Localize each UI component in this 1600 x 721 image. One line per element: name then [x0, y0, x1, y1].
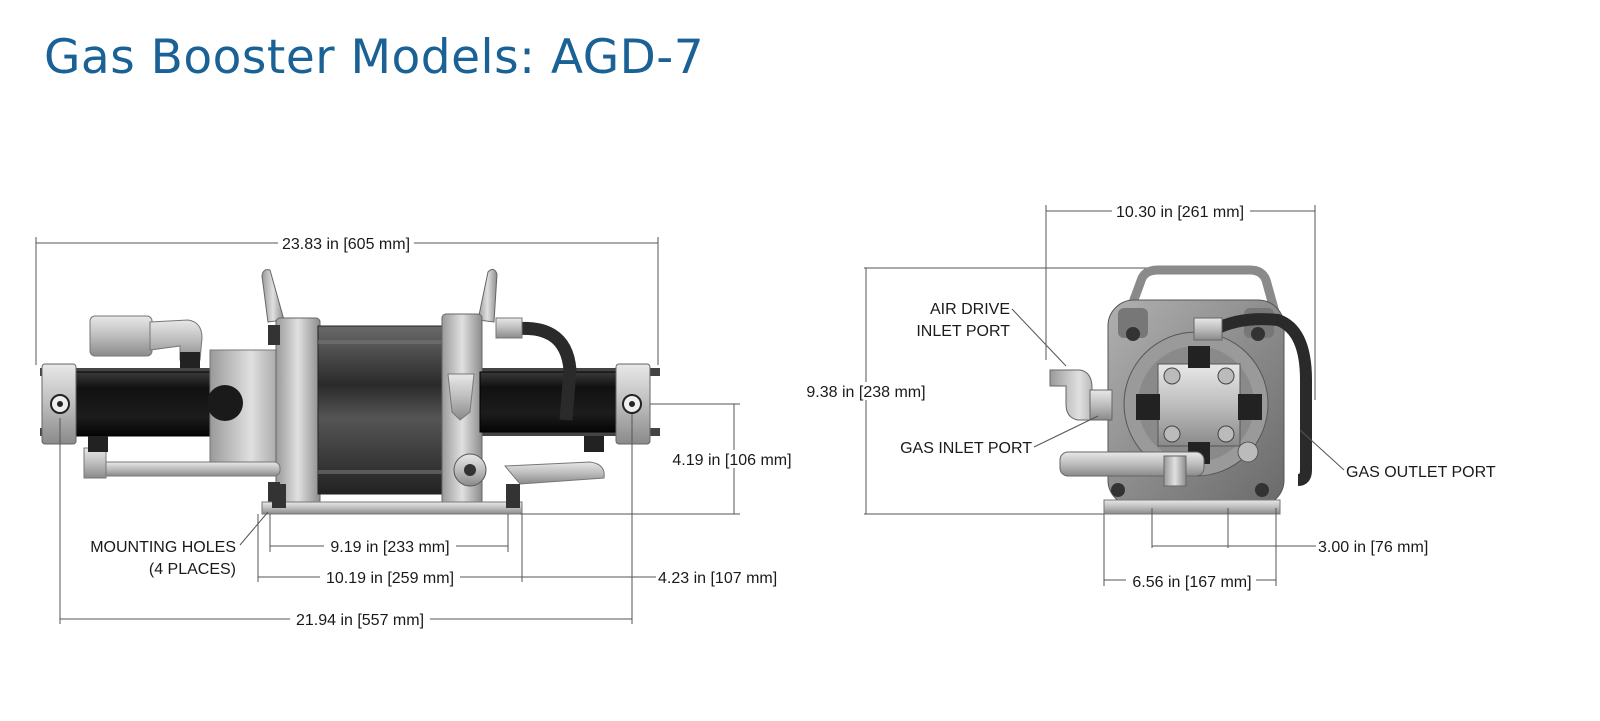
air-drive-label-1: AIR DRIVE	[930, 301, 1010, 318]
end-width-label: 10.30 in [261 mm]	[1116, 204, 1244, 221]
mounting-holes-label-2: (4 PLACES)	[149, 561, 236, 578]
mounting-holes-label-1: MOUNTING HOLES	[90, 539, 236, 556]
base-offset-label: 3.00 in [76 mm]	[1318, 539, 1428, 556]
base-length-label: 21.94 in [557 mm]	[296, 612, 424, 629]
end-height-label: 9.38 in [238 mm]	[806, 384, 925, 401]
side-view: 23.83 in [605 mm]	[35, 234, 798, 629]
side-overall-length-label: 23.83 in [605 mm]	[282, 236, 410, 253]
hole-spacing-inner-label: 9.19 in [233 mm]	[330, 539, 449, 556]
end-view: 10.30 in [261 mm] 9.38 in [238 mm]	[802, 202, 1496, 591]
hole-spacing-outer-label: 10.19 in [259 mm]	[326, 570, 454, 587]
gas-inlet-label: GAS INLET PORT	[900, 440, 1032, 457]
air-drive-label-2: INLET PORT	[916, 323, 1010, 340]
end-offset-label: 4.23 in [107 mm]	[658, 570, 777, 587]
page-title: Gas Booster Models: AGD-7	[44, 30, 705, 85]
side-height-label: 4.19 in [106 mm]	[672, 452, 791, 469]
base-width-label: 6.56 in [167 mm]	[1132, 574, 1251, 591]
gas-outlet-label: GAS OUTLET PORT	[1346, 464, 1496, 481]
